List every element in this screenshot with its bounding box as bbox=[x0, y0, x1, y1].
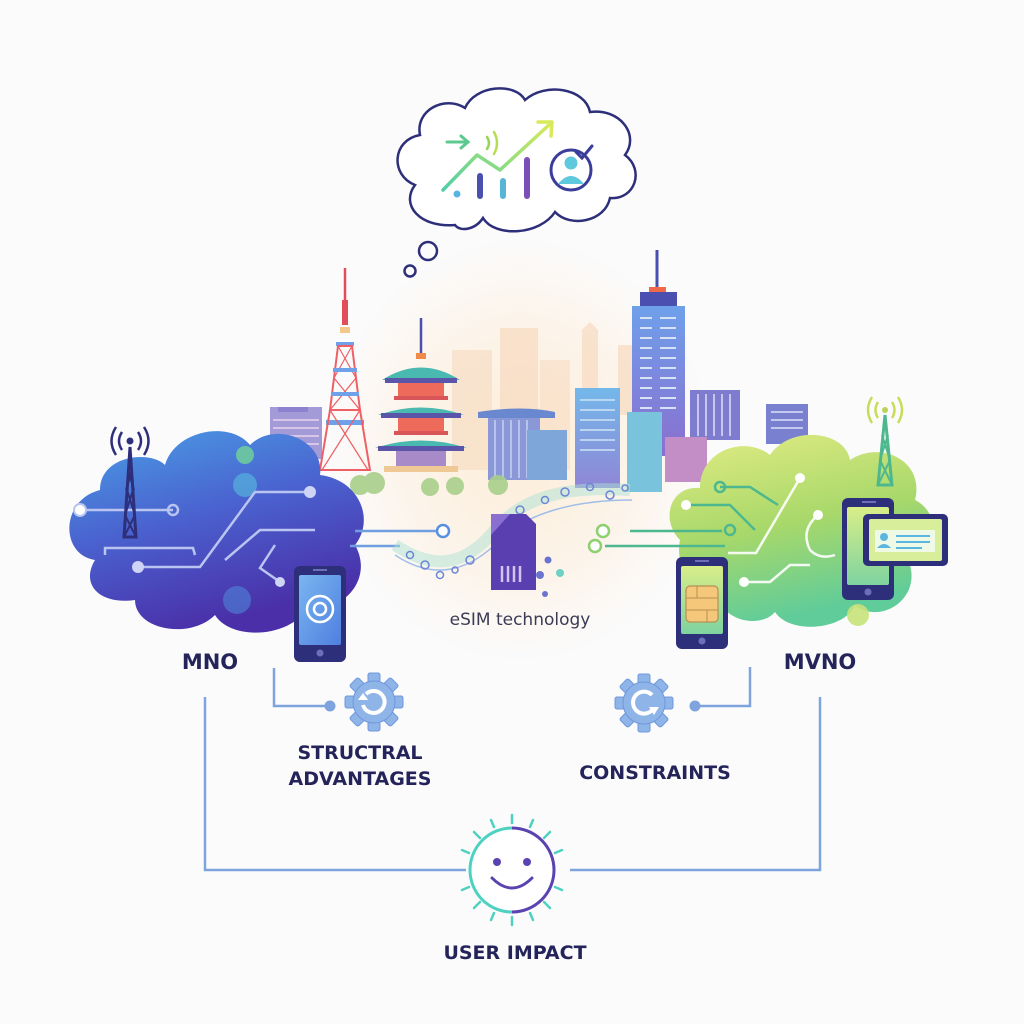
arrow-right-icon bbox=[445, 134, 471, 150]
trees bbox=[350, 472, 508, 496]
user-impact-label: USER IMPACT bbox=[443, 942, 587, 964]
pagoda bbox=[375, 318, 467, 472]
thought-bubble bbox=[396, 87, 637, 278]
flow-connectors bbox=[203, 667, 822, 872]
mvno-label: MVNO bbox=[783, 650, 857, 674]
mno-to-esim-connectors bbox=[350, 529, 437, 548]
mno-tower-icon bbox=[110, 426, 150, 539]
structural-advantages-line2: ADVANTAGES bbox=[288, 768, 432, 790]
structural-gear-icon bbox=[344, 672, 404, 732]
mno-phone-icon bbox=[294, 566, 346, 662]
constraints-gear-icon bbox=[614, 673, 674, 733]
mno-label: MNO bbox=[181, 650, 239, 674]
constraints-label: CONSTRAINTS bbox=[579, 762, 731, 784]
tokyo-tower bbox=[318, 268, 372, 471]
structural-advantages-line1: STRUCTRAL bbox=[297, 742, 423, 764]
mno-cloud bbox=[69, 431, 364, 633]
low-building bbox=[478, 408, 567, 480]
esim-technology-label: eSIM technology bbox=[449, 610, 591, 630]
mvno-tower-icon bbox=[866, 396, 904, 487]
verified-user-icon bbox=[549, 144, 594, 192]
esim-chip-icon bbox=[491, 514, 536, 590]
skyscraper bbox=[575, 250, 808, 492]
mvno-devices-icon bbox=[842, 498, 948, 600]
user-impact-smiley-icon bbox=[460, 813, 564, 927]
structural-advantages-label: STRUCTRAL ADVANTAGES bbox=[270, 740, 450, 792]
signal-waves-icon bbox=[485, 130, 499, 156]
growth-chart-icon bbox=[441, 120, 554, 199]
mvno-sim-phone-icon bbox=[676, 557, 728, 649]
